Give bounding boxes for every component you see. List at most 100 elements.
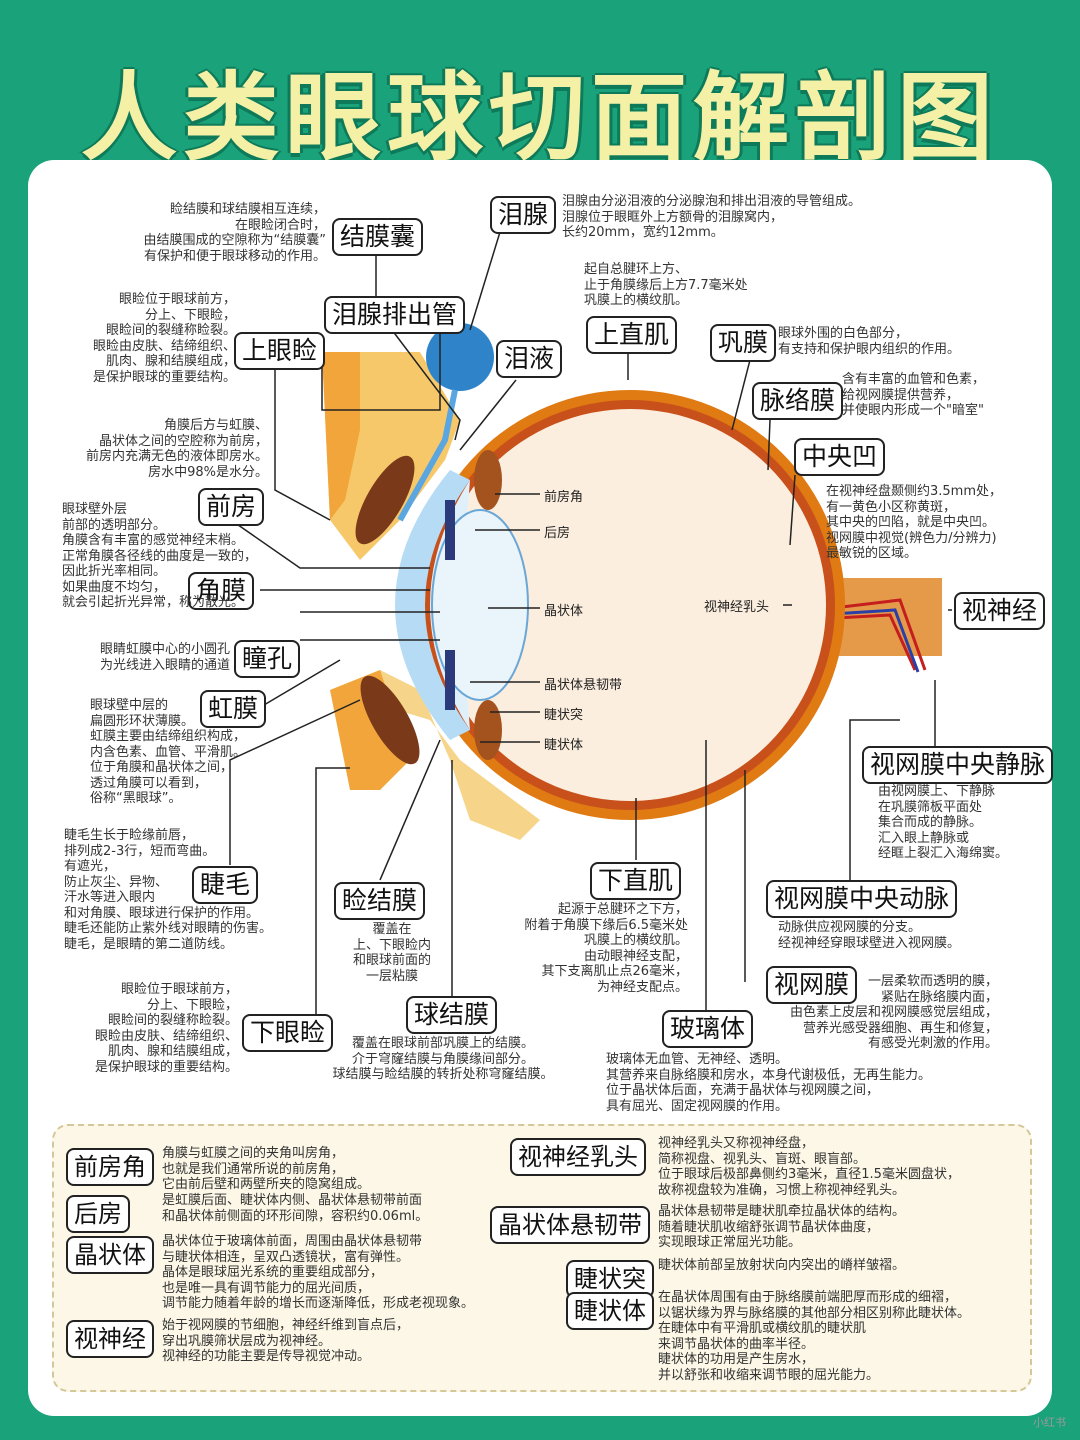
upper-tarsal-gland <box>355 455 415 545</box>
label-jian-jiemo: 睑结膜 <box>334 882 426 920</box>
desc-line: 就会引起折光异常，称为散光。 <box>62 595 245 610</box>
desc-hongmo: 眼球壁中层的扁圆形环状薄膜。虹膜主要由结缔组织构成，内含色素、血管、平滑肌。位于… <box>90 698 260 807</box>
desc-line: 泪腺位于眼眶外上方额骨的泪腺窝内， <box>562 209 784 225</box>
desc-shiwangmo: 一层柔软而透明的膜，紧贴在脉络膜内面，由色素上皮层和视网膜感觉层组成，营养光感受… <box>766 974 998 1052</box>
label-shiwangmo-dongmai: 视网膜中央动脉 <box>766 880 958 918</box>
label-qiu-jiemo: 球结膜 <box>406 996 498 1034</box>
desc-line: 一层柔软而透明的膜， <box>867 974 998 989</box>
glossary-label: 视神经乳头 <box>510 1138 646 1176</box>
glossary-label: 睫状体 <box>566 1292 654 1330</box>
desc-shang-yanjian: 眼睑位于眼球前方，分上、下眼睑，眼睑间的裂缝称睑裂。眼睑由皮肤、结缔组织、肌肉、… <box>60 292 236 385</box>
desc-line: 具有屈光、固定视网膜的作用。 <box>606 1098 789 1114</box>
glossary-line: 也是唯一具有调节能力的屈光间质， <box>162 1280 371 1296</box>
glossary-text: 始于视网膜的节细胞，神经纤维到盲点后，穿出巩膜筛状层成为视神经。视神经的功能主要… <box>162 1318 502 1365</box>
label-luoluomo: 脉络膜 <box>752 382 844 420</box>
desc-line: 眼睑间的裂缝称睑裂。 <box>107 1013 238 1028</box>
desc-line: 在眼睑闭合时， <box>234 217 326 233</box>
desc-bolitai: 玻璃体无血管、无神经、透明。其营养来自脉络膜和房水，本身代谢极低，无再生能力。位… <box>606 1052 986 1114</box>
desc-line: 肌肉、腺和结膜组成， <box>105 354 236 369</box>
desc-jiaomo: 眼球壁外层前部的透明部分。角膜含有丰富的感觉神经末梢。正常角膜各径线的曲度是一致… <box>62 502 292 611</box>
glossary-line: 睫状体的功用是产生房水， <box>658 1352 815 1367</box>
desc-line: 有一黄色小区称黄斑， <box>826 499 957 515</box>
glossary-text: 视神经乳头又称视神经盘，简称视盘、视乳头、盲斑、眼盲部。位于眼球后极部鼻侧约3毫… <box>658 1136 1028 1198</box>
desc-line: 巩膜上的横纹肌。 <box>584 293 689 308</box>
desc-line: 起自总腱环上方、 <box>584 262 689 277</box>
desc-line: 覆盖在 <box>372 922 412 937</box>
glossary-line: 故称视盘较为准确，习惯上称视神经乳头。 <box>658 1182 906 1198</box>
label-xia-yanjian: 下眼睑 <box>242 1014 334 1052</box>
desc-shiwangmo-dongmai: 动脉供应视网膜的分支。经视神经穿眼球壁进入视网膜。 <box>778 920 1038 951</box>
glossary-text: 在晶状体周围有由于脉络膜前端肥厚而形成的细褶，以锯状缘为界与脉络膜的其他部分相区… <box>658 1290 1028 1383</box>
desc-line: 因此折光率相同。 <box>62 564 167 579</box>
desc-qianfang: 角膜后方与虹膜、晶状体之间的空腔称为前房，前房内充满无色的液体即房水。房水中98… <box>60 418 268 480</box>
glossary-label: 睫状突 <box>566 1260 654 1298</box>
desc-line: 有支持和保护眼内组织的作用。 <box>778 341 961 357</box>
desc-tongkong: 眼睛虹膜中心的小圆孔为光线进入眼睛的通道 <box>60 642 230 673</box>
vitreous-body <box>434 409 826 801</box>
desc-line: 给视网膜提供营养， <box>842 387 960 403</box>
desc-line: 角膜含有丰富的感觉神经末梢。 <box>62 533 245 548</box>
ann-qianfangjiao: 前房角 <box>544 490 584 505</box>
glossary-text: 角膜与虹膜之间的夹角叫房角，也就是我们通常所说的前房角，它由前后壁和两壁所夹的隐… <box>162 1146 502 1193</box>
glossary-line: 睫状体前部呈放射状向内突出的嵴样皱褶。 <box>658 1258 906 1273</box>
glossary-text: 晶状体悬韧带是睫状肌牵拉晶状体的结构。随着睫状肌收缩舒张调节晶状体曲度，实现眼球… <box>658 1204 1028 1251</box>
desc-line: 其营养来自脉络膜和房水，本身代谢极低，无再生能力。 <box>606 1067 932 1083</box>
label-shiwangmo-jingmai: 视网膜中央静脉 <box>862 746 1054 784</box>
desc-line: 上、下眼睑内 <box>352 937 431 953</box>
lens-shape <box>431 509 529 701</box>
glossary-line: 位于眼球后极部鼻侧约3毫米，直径1.5毫米圆盘状， <box>658 1167 960 1182</box>
desc-shang-zhiji: 起自总腱环上方、止于角膜缘后上方7.7毫米处巩膜上的横纹肌。 <box>584 262 804 309</box>
glossary-line: 视神经的功能主要是传导视觉冲动。 <box>162 1349 371 1364</box>
lacrimal-duct <box>397 389 458 522</box>
desc-line: 晶状体之间的空腔称为前房， <box>98 433 268 449</box>
desc-line: 有保护和便于眼球移动的作用。 <box>143 248 326 264</box>
desc-line: 排列成2-3行，短而弯曲。 <box>64 843 216 859</box>
leader-lines <box>229 231 952 1018</box>
desc-line: 是保护眼球的重要结构。 <box>94 1059 238 1075</box>
label-leixian-paichuguan: 泪腺排出管 <box>324 296 466 334</box>
desc-line: 肌肉、腺和结膜组成， <box>107 1044 238 1059</box>
desc-line: 经眶上裂汇入海绵窦。 <box>878 846 1009 861</box>
glossary-line: 与睫状体相连，呈双凸透镜状，富有弹性。 <box>162 1249 410 1265</box>
desc-line: 由色素上皮层和视网膜感觉层组成， <box>789 1005 998 1020</box>
desc-line: 附着于角膜下缘后6.5毫米处 <box>524 917 688 933</box>
glossary-line: 也就是我们通常所说的前房角， <box>162 1161 345 1177</box>
desc-line: 由结膜围成的空隙称为“结膜囊” <box>143 233 326 248</box>
glossary-label: 视神经 <box>66 1320 154 1358</box>
ann-jietu: 睫状突 <box>544 708 584 723</box>
glossary-line: 始于视网膜的节细胞，神经纤维到盲点后， <box>162 1318 410 1333</box>
desc-line: 止于角膜缘后上方7.7毫米处 <box>584 277 748 293</box>
glossary-line: 晶体是眼球屈光系统的重要组成部分， <box>162 1265 384 1280</box>
glossary-line: 来调节晶状体的曲率半径。 <box>658 1336 815 1352</box>
glossary-label: 后房 <box>66 1195 130 1233</box>
ann-rutou: 视神经乳头 <box>704 600 770 615</box>
glossary-line: 并以舒张和收缩来调节眼的屈光能力。 <box>658 1367 880 1383</box>
iris-lower <box>445 650 455 710</box>
desc-line: 含有丰富的血管和色素， <box>842 372 986 387</box>
label-zhongyang-ao: 中央凹 <box>794 438 886 476</box>
label-shiwangmo: 视网膜 <box>766 966 858 1004</box>
desc-line: 汇入眼上静脉或 <box>878 830 970 846</box>
upper-eyelid-skin <box>322 352 360 520</box>
desc-line: 由视网膜上、下静脉 <box>878 784 996 799</box>
desc-leixian: 泪腺由分泌泪液的分泌腺泡和排出泪液的导管组成。泪腺位于眼眶外上方额骨的泪腺窝内，… <box>562 194 942 241</box>
desc-line: 虹膜主要由结缔组织构成， <box>90 729 247 744</box>
desc-line: 其中央的凹陷，就是中央凹。 <box>826 515 996 530</box>
desc-line: 前部的透明部分。 <box>62 517 167 533</box>
desc-line: 扁圆形环状薄膜。 <box>90 713 195 729</box>
label-leiye: 泪液 <box>496 340 563 378</box>
label-xia-zhiji: 下直肌 <box>590 862 682 900</box>
desc-line: 玻璃体无血管、无神经、透明。 <box>606 1052 789 1067</box>
desc-line: 眼睑间的裂缝称睑裂。 <box>105 323 236 338</box>
desc-line: 泪腺由分泌泪液的分泌腺泡和排出泪液的导管组成。 <box>562 194 862 209</box>
desc-line: 眼睑由皮肤、结缔组织、 <box>92 338 236 354</box>
desc-line: 最敏锐的区域。 <box>826 546 918 561</box>
desc-line: 位于角膜和晶状体之间， <box>90 760 234 775</box>
glossary-line: 是虹膜后面、睫状体内侧、晶状体悬韧带前面 <box>162 1193 423 1208</box>
desc-line: 经视神经穿眼球壁进入视网膜。 <box>778 935 961 951</box>
glossary-line: 实现眼球正常屈光功能。 <box>658 1235 802 1250</box>
desc-luoluomo: 含有丰富的血管和色素，给视网膜提供营养，并使眼内形成一个"暗室" <box>842 372 1042 419</box>
label-bolitai: 玻璃体 <box>662 1010 754 1048</box>
desc-jiemao: 睫毛生长于睑缘前唇，排列成2-3行，短而弯曲。有遮光，防止灰尘、异物、汗水等进入… <box>64 828 300 952</box>
